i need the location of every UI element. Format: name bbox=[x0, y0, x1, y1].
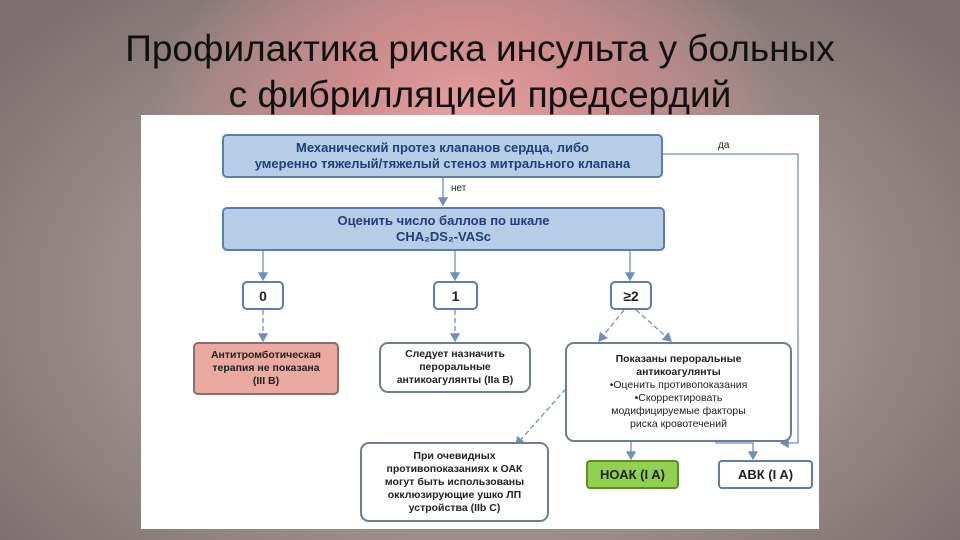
contra-line1: При очевидных bbox=[413, 449, 496, 462]
arrow-2-to-result-left bbox=[598, 309, 625, 343]
result-2-line1: Показаны пероральные bbox=[615, 353, 742, 365]
flowchart-connectors bbox=[257, 153, 799, 461]
result-2-line4: •Скорректировать bbox=[634, 392, 723, 404]
result-0-line2: терапия не показана bbox=[212, 362, 320, 374]
avk-box: АВК (I A) bbox=[718, 460, 813, 489]
score-box-line1: Оценить число баллов по шкале bbox=[337, 213, 550, 228]
contraindication-box: При очевидных противопоказаниях к ОАК мо… bbox=[360, 442, 549, 522]
arrow-2-to-result-right bbox=[635, 309, 672, 342]
result-2-line3: •Оценить противопоказания bbox=[609, 379, 748, 391]
valve-question-box: Механический протез клапанов сердца, либ… bbox=[222, 134, 663, 178]
result-no-therapy: Антитромботическая терапия не показана (… bbox=[193, 342, 339, 395]
valve-question-line2: умеренно тяжелый/тяжелый стеноз митральн… bbox=[254, 156, 631, 171]
arrow-result2-to-avk bbox=[715, 442, 759, 461]
contra-line4: окклюзирующие ушко ЛП bbox=[387, 488, 522, 501]
result-oac-recommended: Следует назначить пероральные антикоагул… bbox=[379, 342, 531, 393]
result-2-line2: антикоагулянты bbox=[636, 366, 721, 378]
result-2-line6: риска кровотечений bbox=[630, 418, 727, 430]
result-1-line3: антикоагулянты (IIa B) bbox=[396, 374, 514, 386]
slide-title-line2: с фибрилляцией предсердий bbox=[228, 74, 732, 115]
result-oac-indicated: Показаны пероральные антикоагулянты •Оце… bbox=[565, 342, 792, 442]
slide-title: Профилактика риска инсульта у больных с … bbox=[0, 26, 960, 118]
arrow-yes-path bbox=[663, 153, 799, 449]
contra-line2: противопоказаниях к ОАК bbox=[386, 462, 523, 475]
result-2-line5: модифицируемые факторы bbox=[611, 405, 746, 417]
result-1-line2: пероральные bbox=[419, 361, 491, 373]
label-no: нет bbox=[451, 183, 467, 194]
slide-title-line1: Профилактика риска инсульта у больных bbox=[125, 28, 835, 69]
noac-box: НОАК (I A) bbox=[586, 460, 679, 489]
score-option-2: ≥2 bbox=[610, 281, 652, 310]
result-1-line1: Следует назначить bbox=[405, 348, 505, 360]
label-yes: да bbox=[718, 140, 730, 151]
valve-question-line1: Механический протез клапанов сердца, либ… bbox=[295, 140, 589, 155]
contra-line3: могут быть использованы bbox=[384, 475, 525, 488]
result-0-line1: Антитромботическая bbox=[210, 349, 322, 361]
score-box-line2: CHA₂DS₂-VASc bbox=[395, 229, 492, 244]
contra-line5: устройства (IIb C) bbox=[408, 501, 501, 514]
score-option-1: 1 bbox=[433, 281, 478, 310]
flowchart-panel: Механический протез клапанов сердца, либ… bbox=[141, 115, 819, 529]
result-0-line3: (III B) bbox=[252, 375, 280, 387]
arrow-result2-to-contraindication bbox=[515, 382, 572, 446]
score-option-0: 0 bbox=[242, 281, 284, 310]
score-box: Оценить число баллов по шкале CHA₂DS₂-VA… bbox=[222, 207, 665, 251]
